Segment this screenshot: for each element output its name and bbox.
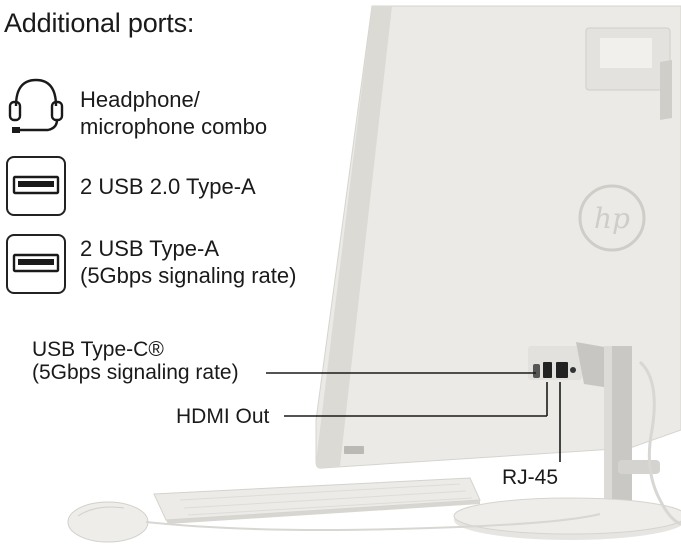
svg-text:hp: hp bbox=[594, 202, 630, 235]
port-label-headphone: Headphone/ microphone combo bbox=[80, 87, 268, 139]
port-label-usb-2: 2 USB 2.0 Type-A bbox=[80, 174, 256, 199]
callout-rj45: RJ-45 bbox=[502, 466, 559, 489]
port-label-usb-5gbps: 2 USB Type-A (5Gbps signaling rate) bbox=[80, 236, 297, 288]
callout-usb-type-c: USB Type-C® (5Gbps signaling rate) bbox=[32, 338, 239, 384]
usb-a-icon bbox=[6, 156, 66, 216]
callout-hdmi-out: HDMI Out bbox=[176, 405, 270, 428]
hp-logo-icon: hp bbox=[578, 184, 646, 252]
section-heading: Additional ports: bbox=[4, 8, 195, 38]
usb-a-icon bbox=[6, 234, 66, 294]
headphone-icon bbox=[4, 72, 68, 138]
